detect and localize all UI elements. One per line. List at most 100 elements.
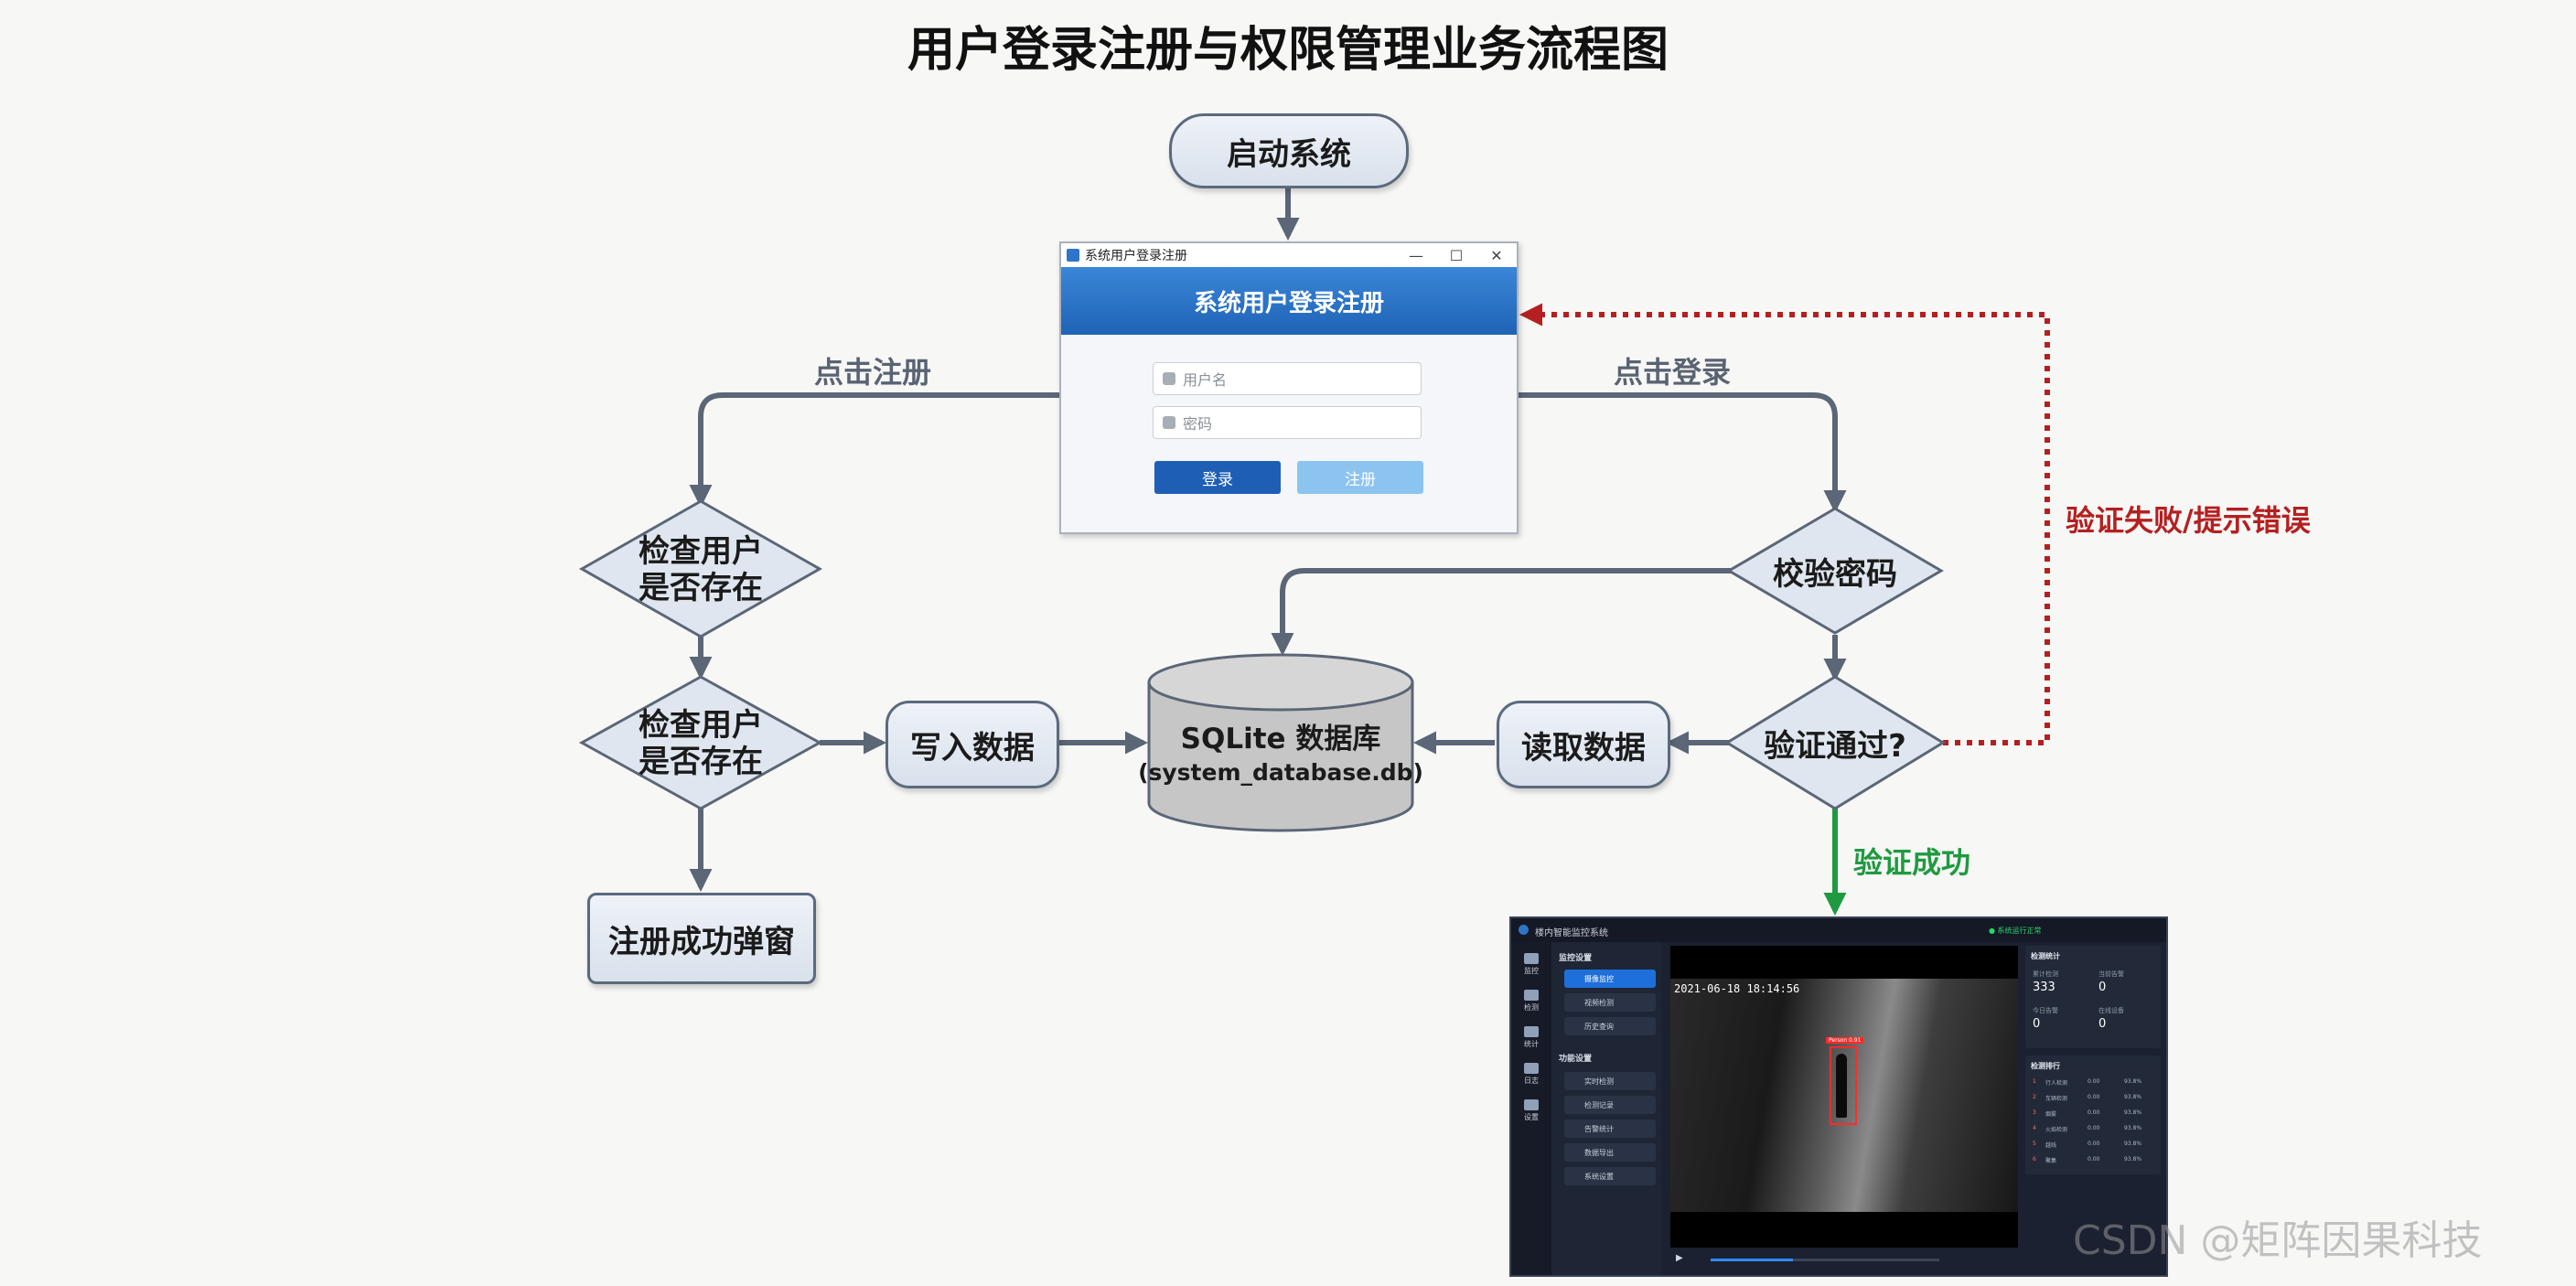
table-cell: 行人检测 bbox=[2045, 1080, 2068, 1087]
table-cell: 93.8% bbox=[2124, 1156, 2142, 1163]
table-row[interactable]: 2 车辆检测 0.00 93.8% bbox=[2029, 1091, 2157, 1104]
edge-verify-fail bbox=[1519, 303, 2050, 745]
lock-icon bbox=[1163, 416, 1175, 429]
progress-fill bbox=[1711, 1259, 1793, 1261]
table-cell: 越线 bbox=[2045, 1142, 2057, 1149]
monitor-app-icon bbox=[1519, 925, 1529, 935]
person-figure bbox=[1836, 1054, 1847, 1118]
start-node: 启动系统 bbox=[1169, 113, 1409, 188]
stats-title: 检测统计 bbox=[2031, 952, 2060, 960]
login-header: 系统用户登录注册 bbox=[1061, 267, 1517, 335]
log-icon bbox=[1524, 1063, 1539, 1074]
table-cell: 0.00 bbox=[2088, 1156, 2100, 1163]
table-cell: 0.00 bbox=[2088, 1109, 2100, 1116]
password-input[interactable]: 密码 bbox=[1153, 406, 1422, 439]
nav-item-log[interactable]: 日志 bbox=[1511, 1063, 1551, 1086]
menu-item[interactable]: 数据导出 bbox=[1564, 1143, 1656, 1162]
menu-item[interactable]: 检测记录 bbox=[1564, 1096, 1656, 1114]
table-cell: 0.00 bbox=[2088, 1078, 2100, 1085]
verify-pass-label: 验证通过? bbox=[1764, 727, 1906, 765]
table-cell: 0.00 bbox=[2088, 1141, 2100, 1147]
login-button[interactable]: 登录 bbox=[1154, 461, 1281, 494]
progress-track[interactable] bbox=[1711, 1259, 1939, 1261]
nav-item-settings[interactable]: 设置 bbox=[1511, 1099, 1551, 1122]
monitor-right-panel: 检测统计 累计检测 333 当前告警 0 今日告警 0 在线设备 0 检测排行 … bbox=[2025, 946, 2161, 1270]
monitor-titlebar: 楼内智能监控系统 ● 系统运行正常 bbox=[1511, 918, 2166, 942]
login-window-titlebar: 系统用户登录注册 — ☐ ✕ bbox=[1061, 243, 1517, 267]
nav-item-stats[interactable]: 统计 bbox=[1511, 1026, 1551, 1049]
edge-label-click-register: 点击注册 bbox=[814, 355, 932, 390]
monitor-left-nav: 监控 检测 统计 日志 设置 bbox=[1511, 942, 1551, 1275]
menu-item[interactable]: 历史查询 bbox=[1564, 1017, 1656, 1035]
maximize-button[interactable]: ☐ bbox=[1449, 246, 1464, 264]
stat-label: 今日告警 bbox=[2033, 1007, 2058, 1014]
user-icon bbox=[1163, 372, 1175, 385]
table-cell: 0.00 bbox=[2088, 1094, 2100, 1100]
video-player[interactable]: 2021-06-18 18:14:56 Person 0.91 bbox=[1670, 946, 2018, 1248]
decision-verify-password bbox=[1726, 507, 1944, 635]
table-cell: 93.8% bbox=[2124, 1094, 2142, 1100]
edge-password-to-db bbox=[1271, 568, 1733, 657]
monitor-menu: 监控设置 摄像监控 视频检测 历史查询 功能设置 实时检测 检测记录 告警统计 … bbox=[1551, 942, 1661, 1275]
status-badge: ● 系统运行正常 bbox=[1989, 927, 2042, 935]
app-icon bbox=[1067, 249, 1079, 262]
edge-register-branch bbox=[689, 392, 1059, 509]
stat-label: 在线设备 bbox=[2098, 1007, 2124, 1014]
edge-label-click-login: 点击登录 bbox=[1614, 355, 1732, 390]
table-cell: 3 bbox=[2033, 1109, 2036, 1116]
monitor-app-window: 楼内智能监控系统 ● 系统运行正常 监控 检测 统计 日志 设置 监控设置 摄像… bbox=[1509, 916, 2168, 1277]
menu-item[interactable]: 实时检测 bbox=[1564, 1072, 1656, 1090]
login-window: 系统用户登录注册 — ☐ ✕ 系统用户登录注册 用户名 密码 登录 注册 bbox=[1059, 241, 1519, 534]
table-cell: 4 bbox=[2033, 1125, 2036, 1131]
close-button[interactable]: ✕ bbox=[1490, 246, 1503, 264]
video-icon bbox=[1524, 990, 1539, 1001]
table-title: 检测排行 bbox=[2031, 1062, 2060, 1070]
detection-box bbox=[1830, 1046, 1857, 1125]
table-cell: 93.8% bbox=[2124, 1078, 2142, 1085]
page-title: 用户登录注册与权限管理业务流程图 bbox=[907, 23, 1669, 78]
check-user-1-label: 检查用户 是否存在 bbox=[639, 533, 763, 606]
decision-check-user-2 bbox=[578, 675, 823, 810]
table-cell: 6 bbox=[2033, 1156, 2036, 1163]
detection-label: Person 0.91 bbox=[1826, 1037, 1864, 1044]
video-controls: ▶ bbox=[1670, 1249, 2018, 1270]
camera-icon bbox=[1524, 953, 1539, 964]
stat-label: 累计检测 bbox=[2033, 970, 2058, 978]
minimize-button[interactable]: — bbox=[1409, 246, 1423, 264]
nav-item-monitor[interactable]: 监控 bbox=[1511, 953, 1551, 976]
nav-item-detect[interactable]: 检测 bbox=[1511, 990, 1551, 1013]
verify-password-label: 校验密码 bbox=[1773, 555, 1897, 593]
decision-check-user-1 bbox=[578, 499, 823, 638]
table-cell: 0.00 bbox=[2088, 1125, 2100, 1131]
table-cell: 5 bbox=[2033, 1141, 2036, 1147]
read-data-node: 读取数据 bbox=[1497, 701, 1670, 788]
database-label: SQLite 数据库 (system_database.db) bbox=[1138, 723, 1423, 786]
decision-verify-pass bbox=[1724, 675, 1946, 810]
menu-item[interactable]: 视频检测 bbox=[1564, 993, 1656, 1012]
grid-icon bbox=[1524, 1026, 1539, 1037]
menu-item[interactable]: 系统设置 bbox=[1564, 1167, 1656, 1185]
register-button[interactable]: 注册 bbox=[1297, 461, 1423, 494]
monitor-title: 楼内智能监控系统 bbox=[1535, 928, 1608, 938]
edge-label-verify-success: 验证成功 bbox=[1853, 845, 1971, 880]
register-success-node: 注册成功弹窗 bbox=[587, 893, 816, 984]
username-placeholder: 用户名 bbox=[1183, 371, 1228, 389]
play-icon[interactable]: ▶ bbox=[1676, 1253, 1683, 1263]
table-cell: 车辆检测 bbox=[2045, 1096, 2068, 1102]
menu-item[interactable]: 告警统计 bbox=[1564, 1120, 1656, 1138]
edge-login-branch bbox=[1515, 392, 1847, 514]
table-cell: 火焰检测 bbox=[2045, 1127, 2068, 1133]
video-timestamp: 2021-06-18 18:14:56 bbox=[1674, 982, 1800, 995]
stat-value: 333 bbox=[2033, 981, 2055, 994]
write-data-node: 写入数据 bbox=[886, 701, 1059, 788]
username-input[interactable]: 用户名 bbox=[1153, 362, 1422, 395]
menu-item[interactable]: 摄像监控 bbox=[1564, 970, 1656, 988]
table-cell: 2 bbox=[2033, 1094, 2036, 1100]
